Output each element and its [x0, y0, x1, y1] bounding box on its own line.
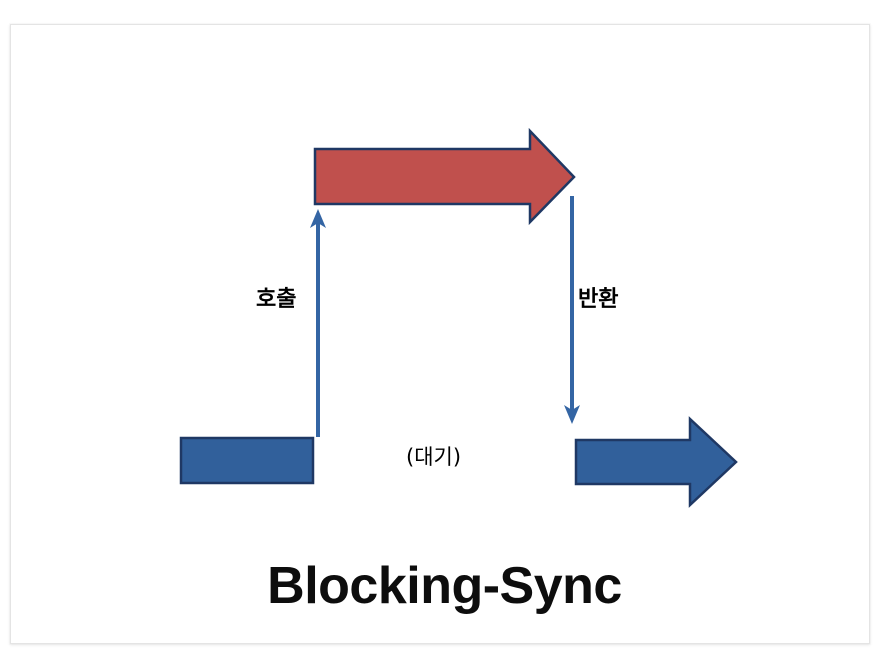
return-arrow-head	[564, 405, 580, 424]
slide-frame	[10, 24, 870, 644]
callee-execution-arrow[interactable]	[313, 127, 576, 226]
call-label: 호출	[256, 287, 297, 312]
waiting-label: (대기)	[406, 445, 462, 469]
call-arrow-head	[310, 209, 326, 228]
caller-block[interactable]	[179, 436, 315, 485]
return-label: 반환	[578, 287, 619, 312]
return-down-arrow[interactable]	[564, 196, 580, 424]
caller-resume-arrow[interactable]	[574, 416, 738, 508]
diagram-title: Blocking-Sync	[267, 557, 622, 615]
call-up-arrow[interactable]	[310, 209, 326, 437]
